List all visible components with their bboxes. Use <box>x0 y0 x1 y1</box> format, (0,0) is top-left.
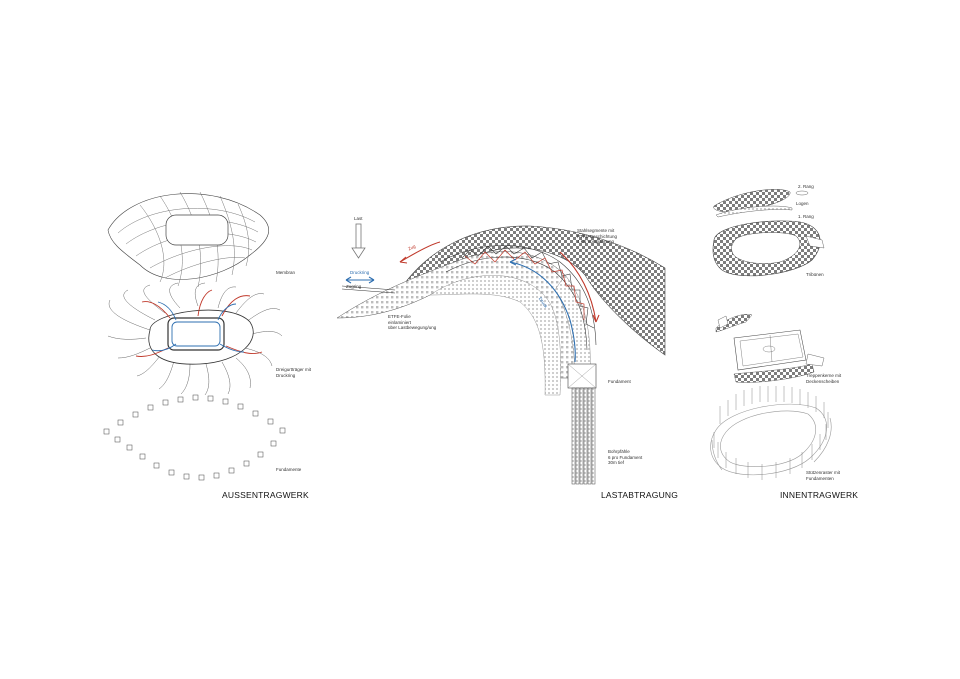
load-path-drawing <box>336 223 666 485</box>
label-last: Last <box>354 216 363 221</box>
piles <box>571 387 596 485</box>
label-zugring: Zugring <box>346 284 362 289</box>
label-dreigurttraeger: Dreigurtträger mit Druckring <box>276 367 312 378</box>
label-stuetzenraster: Stützenraster mit Fundamenten <box>806 470 841 481</box>
label-etfe: ETFE-Folie einlaminiert über Lastbewegun… <box>388 314 437 330</box>
label-treppenkerne: Treppenkerne mit Deckenscheiben <box>806 373 842 384</box>
label-rang2: 2. Rang <box>798 184 814 189</box>
load-arrow <box>351 223 366 259</box>
label-fundament: Fundament <box>608 379 631 384</box>
membrane-drawing <box>107 191 269 288</box>
label-tribuenen: Tribünen <box>806 272 824 277</box>
label-membran: Membran <box>276 270 296 275</box>
inner-structure-drawing <box>710 189 832 480</box>
tension-arrow <box>399 241 600 323</box>
label-rang1: 1. Rang <box>798 214 814 219</box>
label-bohrpfaehle: Bohrpfähle 6 pro Fundament 30m tief <box>608 449 643 465</box>
label-fundamente: Fundamente <box>276 467 302 472</box>
label-druckring: Druckring <box>350 270 370 275</box>
foundations-drawing <box>103 394 286 481</box>
truss-ring-drawing <box>107 282 283 396</box>
section-title-aussentragwerk: AUSSENTRAGWERK <box>222 490 309 500</box>
label-stahltraeger: Stahlsegmente mit PTFE-Beschichtung 4 kN… <box>577 228 618 244</box>
compression-arrow <box>345 258 576 363</box>
section-title-innentragwerk: INNENTRAGWERK <box>780 490 859 500</box>
label-logen: Logen <box>796 201 809 206</box>
column-grid <box>710 403 832 476</box>
section-title-lastabtragung: LASTABTRAGUNG <box>601 490 679 500</box>
